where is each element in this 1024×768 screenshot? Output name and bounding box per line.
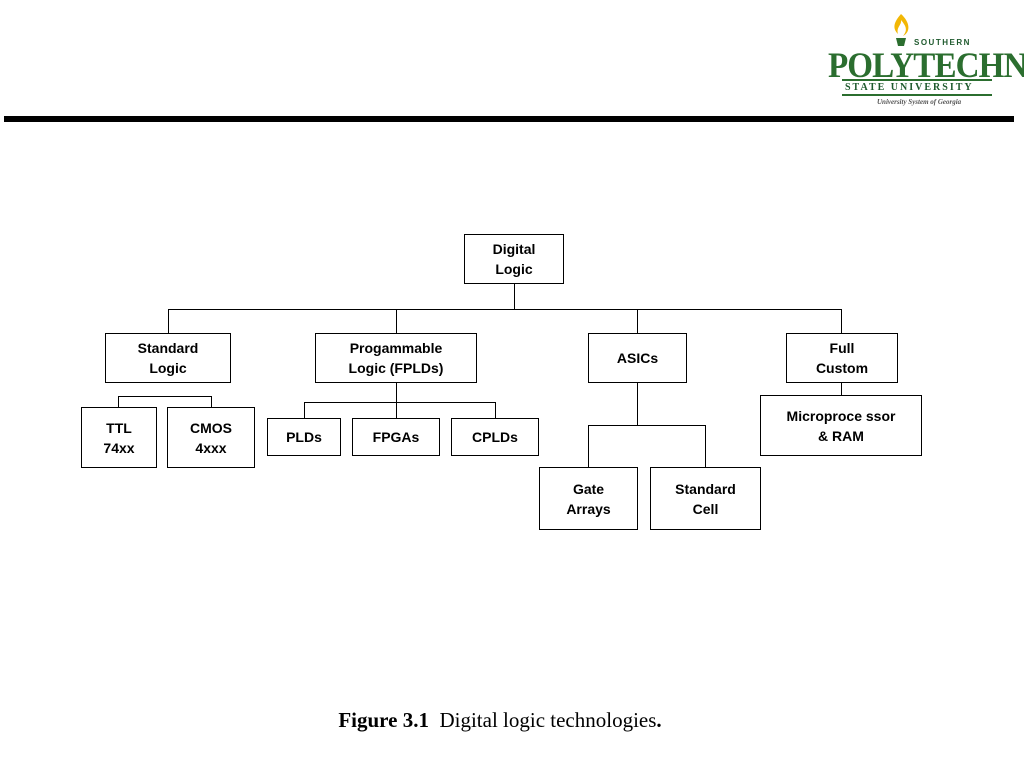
node-label: PLDs	[286, 429, 322, 445]
figure-caption: Figure 3.1 Digital logic technologies.	[0, 708, 1000, 733]
connector	[118, 396, 119, 408]
node-label: Full Custom	[815, 340, 869, 376]
connector	[396, 402, 397, 418]
logo-system-text: University System of Georgia	[877, 98, 962, 106]
node-label: CPLDs	[472, 429, 518, 445]
connector	[168, 309, 842, 310]
connector	[705, 425, 706, 467]
node-programmable-logic: Progammable Logic (FPLDs)	[315, 333, 477, 383]
logo-state-university-text: STATE UNIVERSITY	[845, 82, 974, 93]
caption-period: .	[656, 708, 662, 732]
connector	[637, 309, 638, 333]
connector	[304, 402, 496, 403]
node-cplds: CPLDs	[451, 418, 539, 456]
connector	[841, 382, 842, 395]
connector	[118, 396, 212, 397]
header-divider	[4, 116, 1014, 122]
logo-rule-top	[842, 79, 992, 81]
node-label: Microproce ssor & RAM	[786, 407, 896, 444]
node-digital-logic: Digital Logic	[464, 234, 564, 284]
connector	[396, 382, 397, 402]
node-label: ASICs	[616, 350, 659, 366]
node-microprocessor-ram: Microproce ssor & RAM	[760, 395, 922, 456]
logo-polytechnic-text: POLYTECHNIC	[828, 45, 1024, 85]
node-label: Digital Logic	[492, 241, 536, 277]
connector	[841, 309, 842, 333]
node-label: CMOS 4xxx	[190, 419, 232, 456]
connector	[495, 402, 496, 418]
connector	[637, 382, 638, 425]
figure-number: Figure 3.1	[338, 708, 429, 732]
node-gate-arrays: Gate Arrays	[539, 467, 638, 530]
node-standard-cell: Standard Cell	[650, 467, 761, 530]
node-fpgas: FPGAs	[352, 418, 440, 456]
node-label: Gate Arrays	[566, 480, 611, 517]
node-plds: PLDs	[267, 418, 341, 456]
connector	[168, 309, 169, 333]
node-label: Progammable Logic (FPLDs)	[348, 340, 444, 376]
figure-caption-text: Digital logic technologies	[439, 708, 657, 732]
connector	[514, 283, 515, 309]
logo-rule-bottom	[842, 94, 992, 96]
connector	[211, 396, 212, 408]
connector	[304, 402, 305, 418]
logo-southern-text: SOUTHERN	[914, 38, 971, 47]
node-full-custom: Full Custom	[786, 333, 898, 383]
node-label: Standard Logic	[137, 340, 199, 376]
node-standard-logic: Standard Logic	[105, 333, 231, 383]
node-label: TTL 74xx	[103, 419, 135, 456]
node-label: FPGAs	[372, 429, 420, 445]
node-cmos: CMOS 4xxx	[167, 407, 255, 468]
torch-flame-icon	[894, 14, 909, 46]
node-ttl: TTL 74xx	[81, 407, 157, 468]
node-label: Standard Cell	[675, 480, 736, 517]
node-asics: ASICs	[588, 333, 687, 383]
connector	[588, 425, 589, 467]
connector	[588, 425, 706, 426]
university-logo	[826, 12, 996, 112]
connector	[396, 309, 397, 333]
